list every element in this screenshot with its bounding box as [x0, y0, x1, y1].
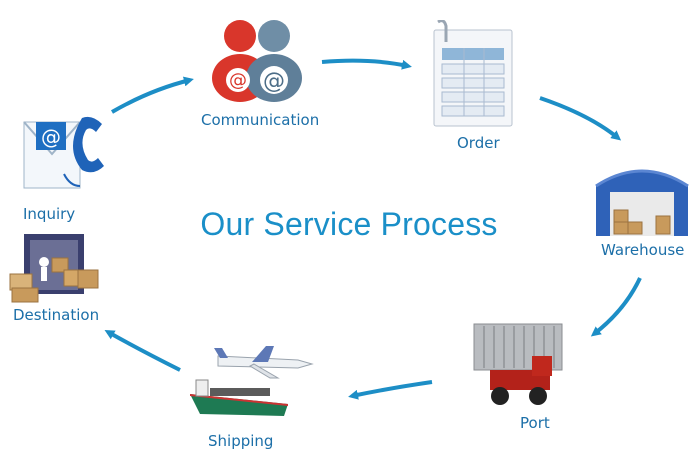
step-label-inquiry: Inquiry	[23, 205, 76, 223]
warehouse-icon	[594, 160, 690, 236]
ship-plane-icon	[188, 340, 318, 430]
users-email-icon: @ @	[210, 12, 306, 108]
step-label-warehouse: Warehouse	[601, 241, 685, 259]
arrow-order-to-warehouse	[539, 96, 622, 141]
svg-text:@: @	[263, 69, 285, 94]
arrow-inquiry-to-communication	[110, 76, 194, 114]
order-form-icon	[428, 20, 520, 128]
step-label-destination: Destination	[13, 306, 100, 324]
step-label-port: Port	[520, 414, 550, 432]
svg-text:@: @	[41, 125, 61, 149]
arrow-shipping-to-destination	[104, 330, 181, 372]
arrow-port-to-shipping	[348, 380, 433, 400]
svg-text:@: @	[229, 70, 247, 91]
diagram-title: Our Service Process	[200, 206, 498, 242]
arrow-warehouse-to-port	[590, 277, 642, 337]
step-label-shipping: Shipping	[208, 432, 274, 450]
port-container-icon	[472, 318, 576, 410]
step-label-communication: Communication	[201, 111, 320, 129]
step-label-order: Order	[457, 134, 500, 152]
arrow-communication-to-order	[321, 58, 412, 70]
email-phone-icon: @	[22, 112, 112, 196]
delivery-truck-icon	[8, 230, 104, 306]
